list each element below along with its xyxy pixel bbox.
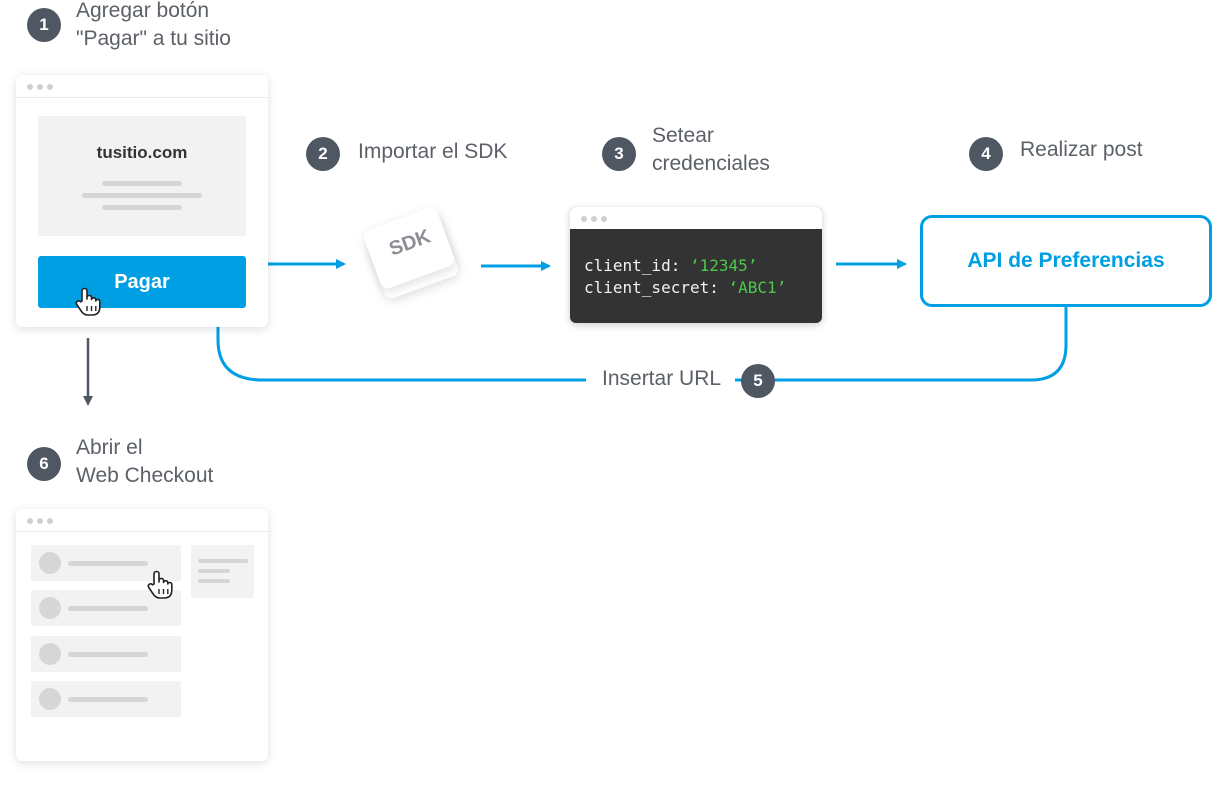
step-3-label: Setear credenciales <box>652 124 770 175</box>
window-title-bar <box>16 509 268 532</box>
credentials-code-window: client_id: ‘12345’ client_secret: ‘ABC1’ <box>570 207 822 323</box>
site-domain: tusitio.com <box>96 143 188 162</box>
site-window: tusitio.com Pagar <box>16 75 268 327</box>
sdk-icon: SDK <box>360 205 470 305</box>
checkout-option-row <box>31 681 181 717</box>
checkout-summary-panel <box>191 545 254 598</box>
arrow-api-return-url <box>213 306 1068 382</box>
hand-pointer-icon <box>74 287 102 322</box>
site-preview-card: tusitio.com <box>38 116 246 236</box>
step-6-badge: 6 <box>27 447 61 481</box>
api-preferences-box: API de Preferencias <box>920 215 1212 307</box>
hand-pointer-icon <box>146 570 174 605</box>
code-line-client-id: client_id: ‘12345’ <box>584 256 758 275</box>
step-4-badge: 4 <box>969 137 1003 171</box>
step-5-badge: 5 <box>741 364 775 398</box>
checkout-option-row <box>31 636 181 672</box>
step-2-label: Importar el SDK <box>358 140 508 163</box>
step-6-label: Abrir el Web Checkout <box>76 436 214 487</box>
step-1-label: Agregar botón "Pagar" a tu sitio <box>76 0 231 50</box>
step-4-label: Realizar post <box>1020 138 1143 161</box>
step-1-badge: 1 <box>27 8 61 42</box>
checkout-option-row <box>31 590 181 626</box>
window-title-bar <box>16 75 268 98</box>
code-line-client-secret: client_secret: ‘ABC1’ <box>584 278 787 297</box>
pay-button[interactable]: Pagar <box>38 256 246 308</box>
checkout-window <box>16 509 268 761</box>
step-5-label: Insertar URL <box>586 367 736 391</box>
step-2-badge: 2 <box>306 137 340 171</box>
window-title-bar <box>570 207 822 229</box>
step-3-badge: 3 <box>602 137 636 171</box>
